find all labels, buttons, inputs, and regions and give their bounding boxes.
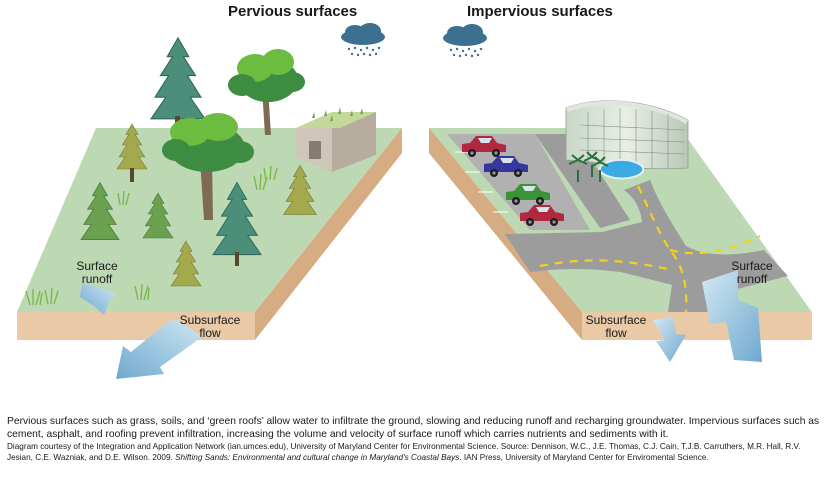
caption-text: Pervious surfaces such as grass, soils, … — [7, 416, 822, 441]
left-subsurface-flow-label: Subsurface flow — [175, 314, 245, 340]
rain-cloud-icon — [341, 23, 385, 56]
impervious-title: Impervious surfaces — [467, 3, 613, 20]
figure-caption: Pervious surfaces such as grass, soils, … — [7, 416, 822, 463]
rain-cloud-icon — [443, 24, 487, 57]
caption-credit: Diagram courtesy of the Integration and … — [7, 442, 822, 463]
building-icon — [566, 101, 688, 169]
left-surface-runoff-label: Surface runoff — [62, 260, 132, 286]
pool-icon — [600, 160, 643, 179]
right-surface-runoff-label: Surface runoff — [717, 260, 787, 286]
diagram-scene — [0, 0, 827, 410]
tree-icon — [228, 49, 305, 135]
right-subsurface-flow-label: Subsurface flow — [581, 314, 651, 340]
pervious-title: Pervious surfaces — [228, 3, 357, 20]
